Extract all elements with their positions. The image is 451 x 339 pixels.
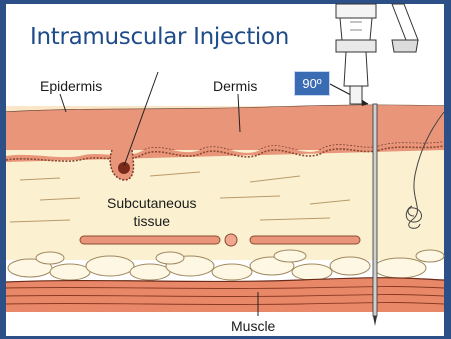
syringe-icon (336, 4, 418, 104)
needle-icon (373, 104, 377, 326)
label-subcutaneous-line1: Subcutaneous (107, 194, 197, 212)
label-subcutaneous-line2: tissue (107, 212, 197, 230)
angle-badge: 90º (294, 71, 330, 96)
label-muscle: Muscle (231, 318, 275, 334)
subcutaneous-layer (6, 150, 444, 260)
label-dermis: Dermis (213, 78, 257, 94)
slide-title: Intramuscular Injection (30, 24, 289, 50)
label-subcutaneous: Subcutaneous tissue (107, 194, 197, 230)
label-epidermis: Epidermis (40, 78, 102, 94)
